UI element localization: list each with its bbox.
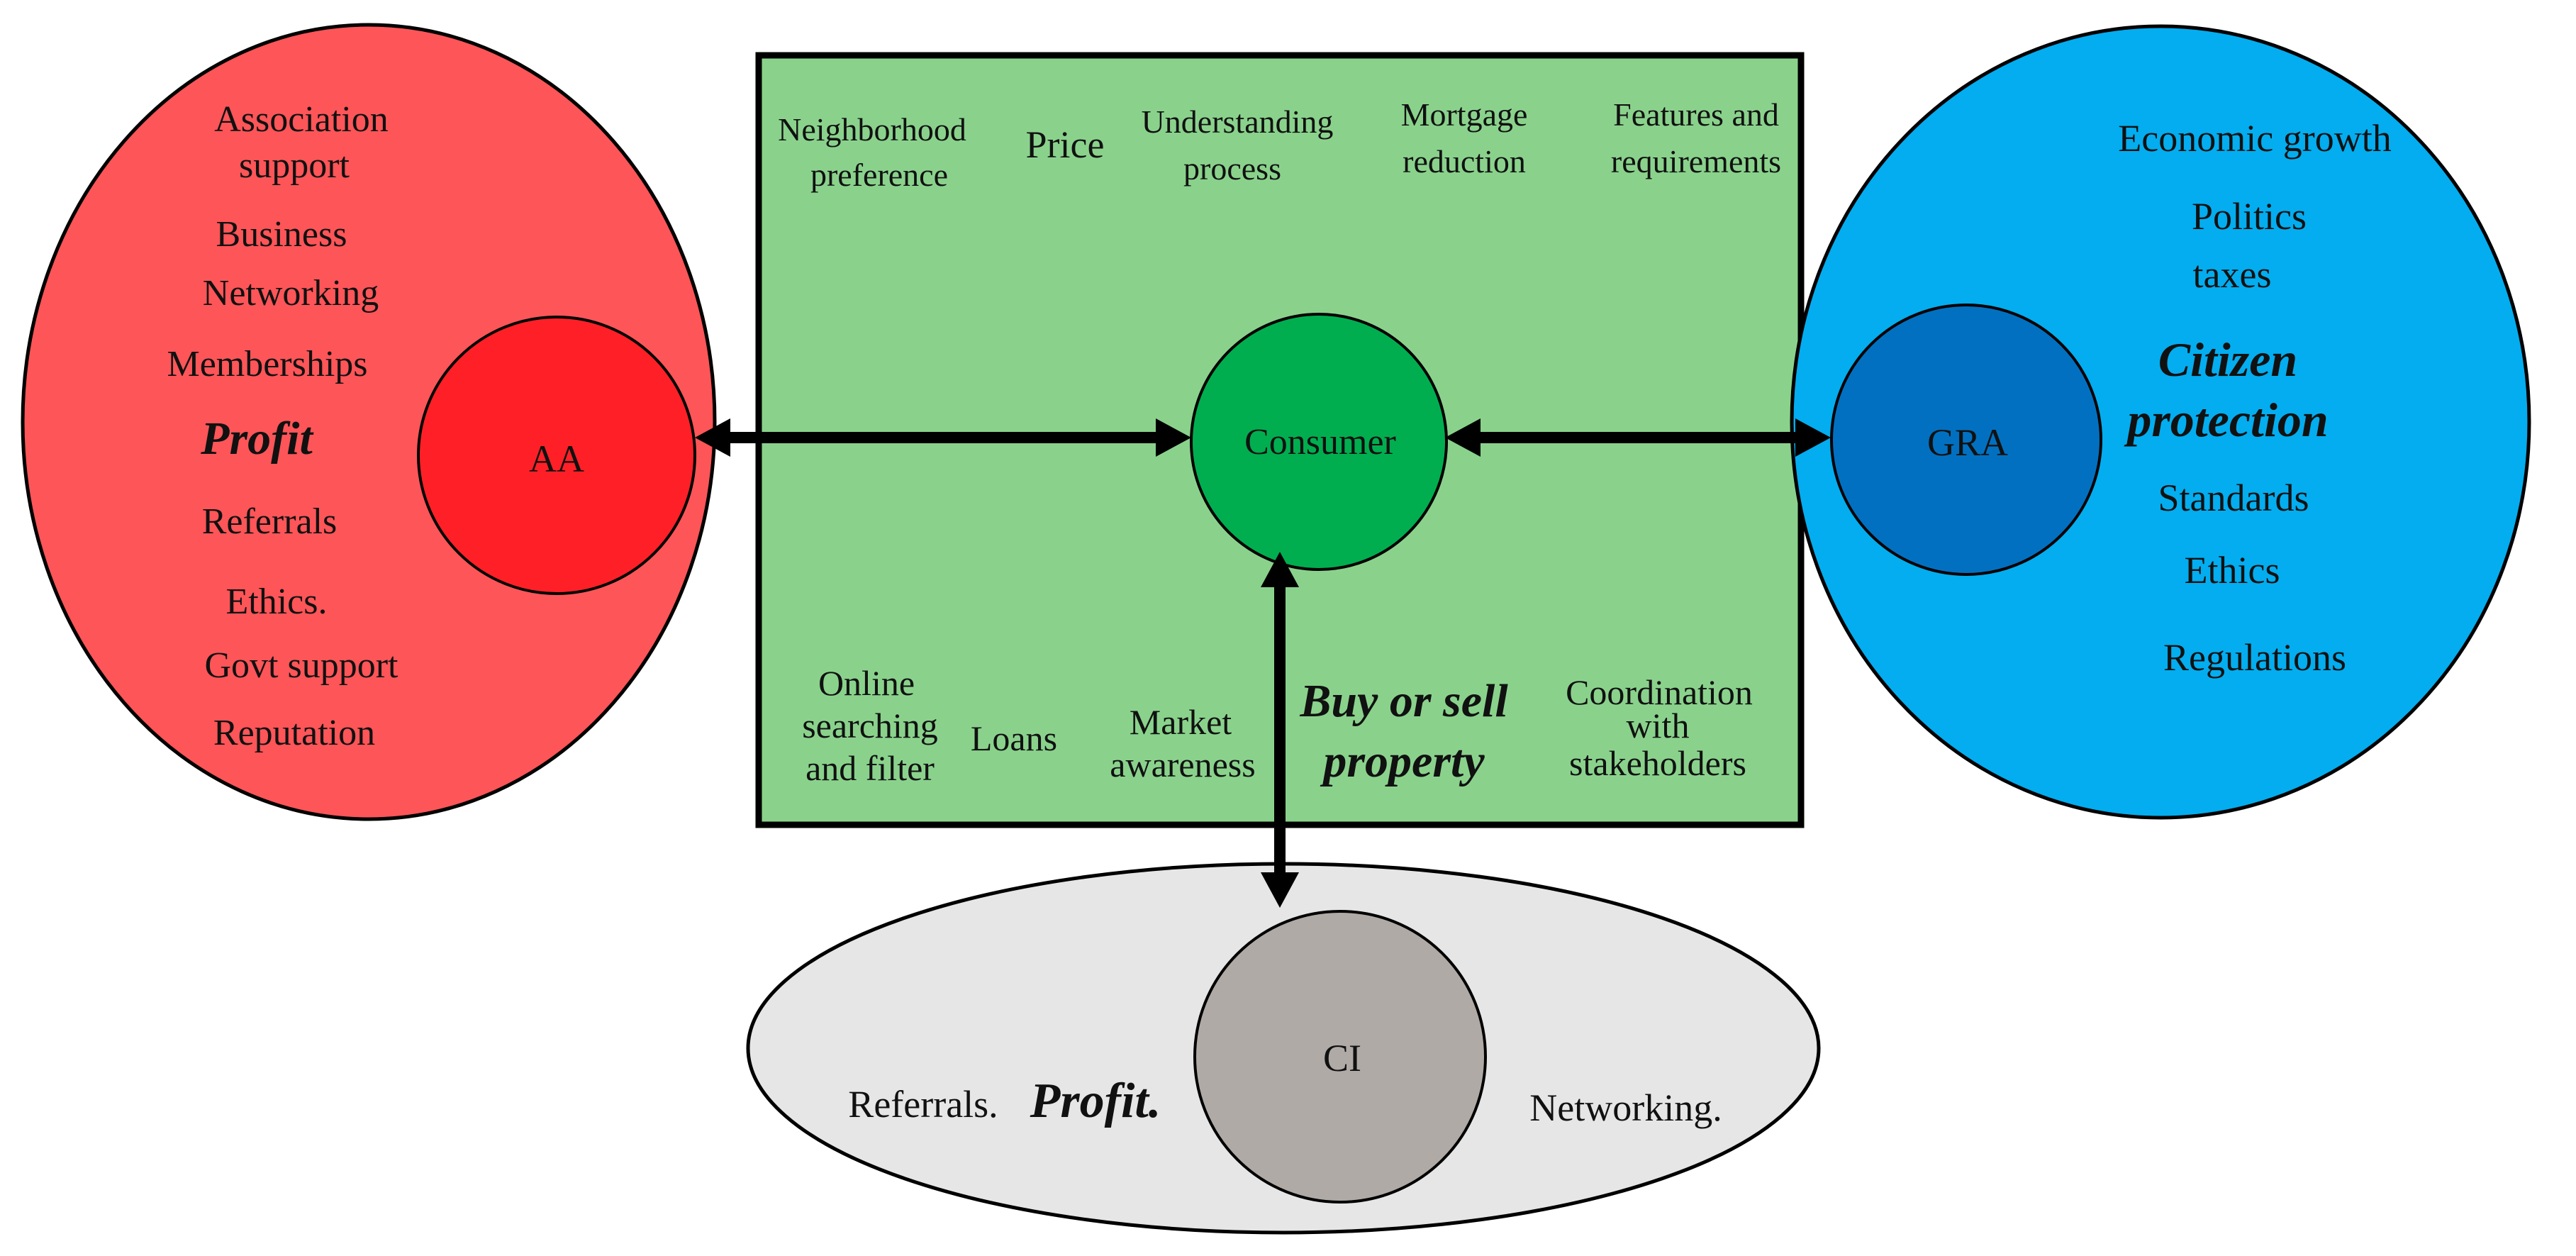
aa-item: support bbox=[239, 145, 350, 186]
consumer-circle bbox=[1190, 313, 1448, 571]
consumer-top-item: Neighborhood bbox=[778, 111, 966, 148]
consumer-bottom-item: Loans bbox=[971, 718, 1057, 758]
gra-item: Politics bbox=[2192, 195, 2307, 238]
arrow-consumer-aa bbox=[695, 418, 1191, 457]
consumer-top-item: Price bbox=[1026, 123, 1105, 166]
aa-item: Profit bbox=[200, 413, 313, 465]
ci-item: Profit. bbox=[1030, 1074, 1161, 1128]
aa-item: Association bbox=[214, 99, 389, 140]
aa-inner-circle bbox=[417, 316, 696, 595]
ci-item: Referrals. bbox=[848, 1083, 998, 1126]
consumer-top-item: Mortgage bbox=[1401, 96, 1528, 133]
ci-inner-circle bbox=[1193, 910, 1487, 1204]
ci-item: Networking. bbox=[1529, 1087, 1722, 1129]
aa-item: Govt support bbox=[205, 645, 399, 686]
consumer-bottom-item: Online bbox=[818, 663, 915, 703]
gra-item: Regulations bbox=[2163, 636, 2346, 679]
ci-labels: Referrals. Profit. Networking. CI bbox=[848, 1037, 1722, 1129]
consumer-bottom-item: awareness bbox=[1110, 745, 1255, 784]
consumer-bottom-labels: Online searching and filter Loans Market… bbox=[802, 422, 1753, 788]
consumer-bottom-item: searching bbox=[802, 706, 938, 745]
aa-item: Referrals bbox=[202, 501, 338, 542]
consumer-bottom-item: Coordination bbox=[1566, 672, 1753, 712]
gra-item: Economic growth bbox=[2118, 117, 2391, 160]
consumer-top-labels: Neighborhood preference Price Understand… bbox=[778, 96, 1781, 193]
consumer-bottom-item: property bbox=[1320, 735, 1485, 787]
gra-inner-circle bbox=[1830, 304, 2102, 576]
consumer-top-item: Understanding bbox=[1142, 104, 1334, 140]
consumer-top-item: Features and bbox=[1613, 96, 1779, 133]
consumer-top-item: reduction bbox=[1403, 143, 1526, 179]
aa-item: Business bbox=[216, 214, 347, 255]
consumer-bottom-item: stakeholders bbox=[1569, 743, 1746, 783]
gra-labels: Economic growth Politics taxes Citizen p… bbox=[1927, 117, 2392, 679]
aa-item: Ethics. bbox=[226, 582, 328, 622]
gra-item: Ethics bbox=[2185, 549, 2280, 591]
arrow-consumer-ci bbox=[1261, 552, 1299, 908]
aa-node-label: AA bbox=[529, 438, 584, 480]
consumer-bottom-item: Market bbox=[1130, 702, 1232, 742]
consumer-bottom-item: and filter bbox=[805, 748, 935, 788]
aa-labels: Association support Business Networking … bbox=[167, 99, 584, 753]
gra-item: taxes bbox=[2193, 253, 2272, 296]
consumer-top-item: preference bbox=[810, 157, 948, 193]
aa-item: Memberships bbox=[167, 344, 367, 384]
aa-item: Networking bbox=[203, 273, 379, 313]
gra-outer-ellipse bbox=[1790, 24, 2531, 820]
aa-item: Reputation bbox=[213, 713, 375, 753]
gra-item: protection bbox=[2124, 393, 2328, 447]
gra-node-label: GRA bbox=[1927, 421, 2008, 464]
consumer-node-label: Consumer bbox=[1244, 422, 1396, 462]
consumer-top-item: process bbox=[1183, 150, 1281, 187]
gra-item: Citizen bbox=[2158, 333, 2298, 387]
consumer-bottom-item: Buy or sell bbox=[1299, 675, 1508, 727]
gra-item: Standards bbox=[2158, 477, 2309, 519]
ci-node-label: CI bbox=[1323, 1037, 1361, 1079]
consumer-top-item: requirements bbox=[1611, 143, 1781, 179]
consumer-bottom-item: with bbox=[1627, 706, 1690, 745]
aa-outer-ellipse bbox=[21, 23, 717, 821]
arrow-consumer-gra bbox=[1445, 418, 1831, 457]
